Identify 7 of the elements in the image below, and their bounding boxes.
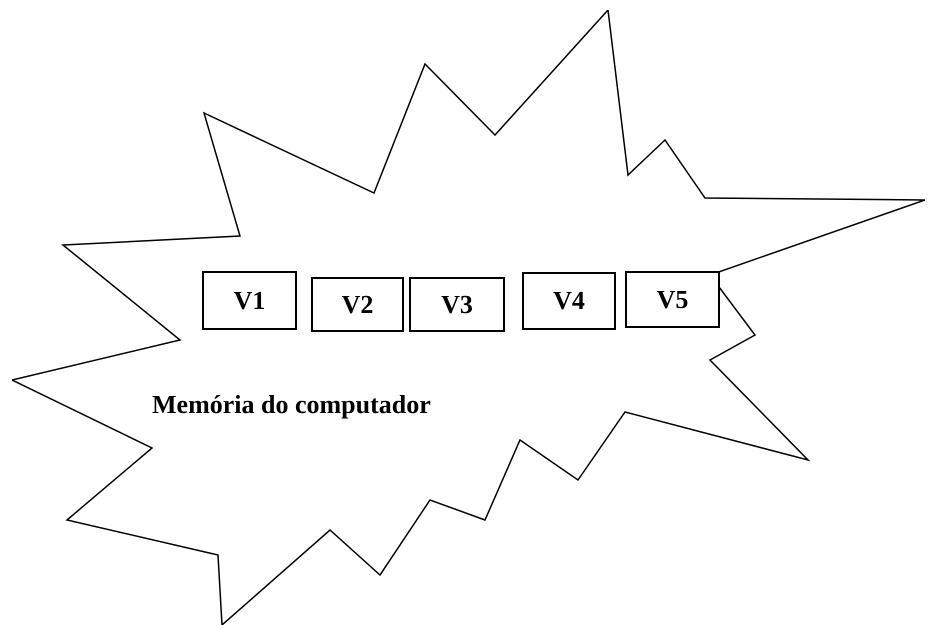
variable-box: V3 — [409, 277, 505, 332]
starburst-shape — [12, 10, 925, 625]
variable-box: V1 — [202, 271, 297, 330]
variable-box: V5 — [625, 271, 720, 328]
variable-box: V4 — [522, 272, 616, 330]
variable-box: V2 — [311, 277, 404, 332]
memory-label: Memória do computador — [152, 390, 431, 420]
